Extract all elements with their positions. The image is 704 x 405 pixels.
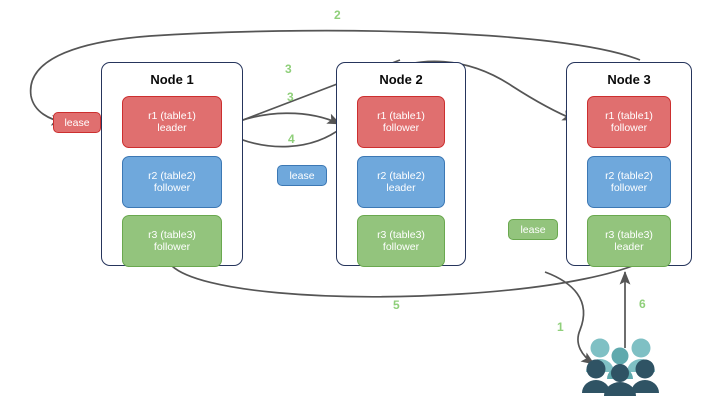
replica-role: follower [382, 122, 420, 134]
step-label-4: 4 [288, 132, 295, 146]
replica-name: r1 (table1) [148, 109, 196, 122]
replica-box-r2[interactable]: r2 (table2) follower [122, 156, 222, 208]
step-label-3b: 3 [287, 90, 294, 104]
replica-box-r1[interactable]: r1 (table1) leader [122, 96, 222, 148]
replica-name: r2 (table2) [148, 169, 196, 182]
replica-box-r2[interactable]: r2 (table2) follower [587, 156, 671, 208]
replica-role: leader [614, 241, 644, 253]
step-label-2: 2 [334, 8, 341, 22]
arrow-step-6 [544, 271, 595, 365]
replica-role: follower [382, 241, 420, 253]
replica-box-r1[interactable]: r1 (table1) follower [357, 96, 445, 148]
lease-chip-blue[interactable]: lease [277, 165, 327, 186]
replica-name: r3 (table3) [605, 228, 653, 241]
arrow-step-5 [171, 255, 653, 298]
lease-chip-green[interactable]: lease [508, 219, 558, 240]
node-title: Node 2 [379, 72, 423, 87]
replica-box-r3[interactable]: r3 (table3) follower [357, 215, 445, 267]
replica-name: r2 (table2) [377, 169, 425, 182]
replica-role: leader [157, 122, 187, 134]
replica-name: r2 (table2) [605, 169, 653, 182]
node-title: Node 3 [607, 72, 651, 87]
replica-name: r1 (table1) [605, 109, 653, 122]
replica-name: r1 (table1) [377, 109, 425, 122]
step-label-6: 1 [557, 320, 564, 334]
replica-role: follower [610, 122, 648, 134]
replica-role: follower [610, 182, 648, 194]
replica-role: follower [153, 241, 191, 253]
node-container-node1[interactable]: Node 1 r1 (table1) leader r2 (table2) fo… [101, 62, 243, 267]
replica-role: follower [153, 182, 191, 194]
replica-name: r3 (table3) [377, 228, 425, 241]
step-label-1: 6 [639, 297, 646, 311]
replica-box-r2[interactable]: r2 (table2) leader [357, 156, 445, 208]
step-label-3a: 3 [285, 62, 292, 76]
arrow-step-2 [29, 29, 641, 126]
replica-role: leader [386, 182, 416, 194]
replica-name: r3 (table3) [148, 228, 196, 241]
node-container-node2[interactable]: Node 2 r1 (table1) follower r2 (table2) … [336, 62, 466, 267]
node-title: Node 1 [150, 72, 194, 87]
replica-box-r1[interactable]: r1 (table1) follower [587, 96, 671, 148]
replica-box-r3[interactable]: r3 (table3) follower [122, 215, 222, 267]
node-container-node3[interactable]: Node 3 r1 (table1) follower r2 (table2) … [566, 62, 692, 267]
step-label-5: 5 [393, 298, 400, 312]
replica-box-r3[interactable]: r3 (table3) leader [587, 215, 671, 267]
